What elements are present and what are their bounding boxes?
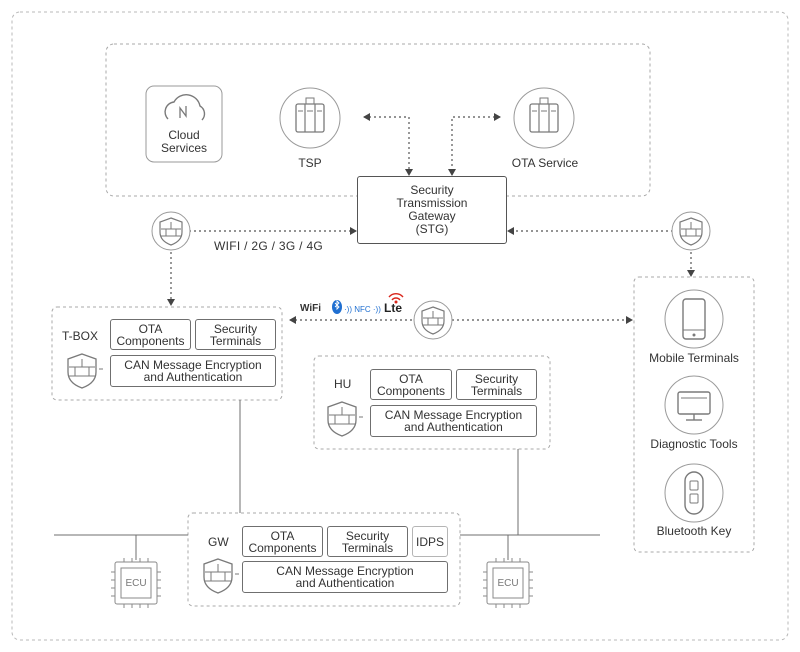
firewall-shield-icon-left	[151, 211, 191, 251]
hu-name: HU	[334, 377, 352, 391]
hu-ota-label: OTA Components	[376, 371, 446, 398]
bluetooth-key-label: Bluetooth Key	[656, 524, 732, 538]
gw-security-box: Security Terminals	[327, 526, 408, 557]
tbox-name: T-BOX	[62, 329, 99, 343]
ota-server-icon	[513, 87, 575, 149]
wifi-label: WiFi	[300, 303, 322, 314]
gw-firewall-icon	[203, 558, 239, 594]
ecu-chip-icon-left	[111, 558, 161, 608]
bluetooth-key-icon	[664, 463, 724, 523]
tsp-label: TSP	[298, 156, 322, 170]
tbox-security-label: Security Terminals	[209, 321, 262, 348]
hu-ota-box: OTA Components	[370, 369, 452, 400]
ota-service-label: OTA Service	[511, 156, 579, 170]
lte-antenna-icon	[388, 293, 404, 304]
hu-firewall-icon	[327, 401, 363, 437]
tbox-ota-box: OTA Components	[110, 319, 191, 350]
stg-label: Security Transmission Gateway (STG)	[396, 183, 468, 236]
cloud-services-icon	[145, 85, 223, 163]
gw-ota-box: OTA Components	[242, 526, 323, 557]
diagnostic-monitor-icon	[664, 375, 724, 435]
ecu-label-right: ECU	[497, 578, 519, 589]
hu-can-label: CAN Message Encryption and Authenticatio…	[384, 408, 523, 434]
gw-name: GW	[208, 535, 229, 549]
outer-frame	[11, 11, 789, 641]
firewall-shield-icon-right	[671, 211, 711, 251]
gw-ota-label: OTA Components	[248, 528, 317, 555]
nfc-label: ·)) NFC ·))	[344, 305, 381, 314]
bluetooth-icon	[332, 299, 342, 314]
ecu-chip-icon-right	[483, 558, 533, 608]
gw-can-box: CAN Message Encryption and Authenticatio…	[242, 561, 448, 593]
tbox-firewall-icon	[67, 353, 103, 389]
ecu-label-left: ECU	[125, 578, 147, 589]
cloud-region	[105, 43, 651, 197]
devices-container	[633, 276, 755, 553]
tbox-container	[51, 306, 283, 401]
diagnostic-tools-label: Diagnostic Tools	[650, 437, 738, 451]
mobile-phone-icon	[664, 289, 724, 349]
gw-security-label: Security Terminals	[341, 528, 394, 555]
stg-box: Security Transmission Gateway (STG)	[357, 176, 507, 244]
tbox-ota-label: OTA Components	[116, 321, 185, 348]
mobile-terminals-label: Mobile Terminals	[649, 351, 739, 365]
gw-idps-label: IDPS	[415, 534, 444, 549]
wan-label: WIFI / 2G / 3G / 4G	[214, 239, 324, 253]
hu-can-box: CAN Message Encryption and Authenticatio…	[370, 405, 537, 437]
hu-security-label: Security Terminals	[470, 371, 523, 398]
tsp-server-icon	[279, 87, 341, 149]
tbox-can-box: CAN Message Encryption and Authenticatio…	[110, 355, 276, 387]
tbox-security-box: Security Terminals	[195, 319, 276, 350]
firewall-shield-icon-middle	[413, 300, 453, 340]
gw-idps-box: IDPS	[412, 526, 448, 557]
tbox-can-label: CAN Message Encryption and Authenticatio…	[124, 358, 262, 384]
lte-label: Lte	[384, 301, 402, 315]
cloud-services-label: Cloud Services	[160, 128, 207, 155]
gw-can-label: CAN Message Encryption and Authenticatio…	[276, 564, 414, 590]
hu-security-box: Security Terminals	[456, 369, 537, 400]
